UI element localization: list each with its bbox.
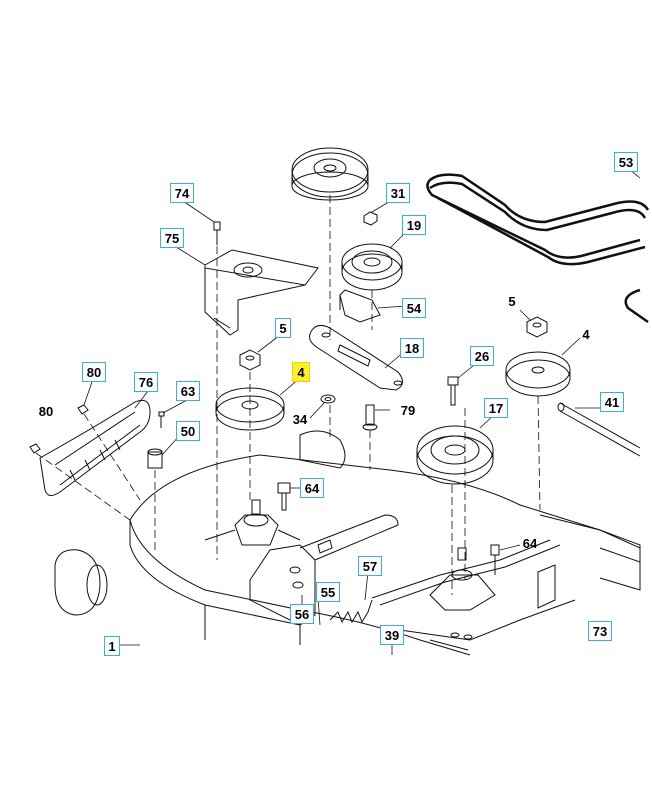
idler-arm-part-18 bbox=[309, 324, 403, 391]
callout-label-55[interactable]: 55 bbox=[316, 582, 340, 602]
bracket-part-75 bbox=[204, 249, 319, 336]
callout-label-80[interactable]: 80 bbox=[82, 362, 106, 382]
callout-label-39[interactable]: 39 bbox=[380, 625, 404, 645]
deflector-part-76 bbox=[39, 399, 151, 496]
bracket-part-54 bbox=[339, 289, 381, 323]
callout-label-17[interactable]: 17 bbox=[484, 398, 508, 418]
nut-part-5-right bbox=[526, 316, 548, 338]
shaft-part-41 bbox=[557, 402, 641, 457]
callout-label-26[interactable]: 26 bbox=[470, 346, 494, 366]
callout-label-80[interactable]: 80 bbox=[38, 404, 54, 419]
callout-label-4[interactable]: 4 bbox=[582, 327, 590, 342]
pin-part-79 bbox=[362, 404, 378, 431]
callout-label-1[interactable]: 1 bbox=[104, 636, 120, 656]
mower-deck bbox=[54, 430, 641, 656]
pulley-part-19 bbox=[341, 243, 403, 291]
callout-label-4[interactable]: 4 bbox=[292, 362, 310, 382]
callout-label-19[interactable]: 19 bbox=[402, 215, 426, 235]
callout-label-63[interactable]: 63 bbox=[176, 381, 200, 401]
callout-label-75[interactable]: 75 bbox=[160, 228, 184, 248]
callout-label-18[interactable]: 18 bbox=[400, 338, 424, 358]
callout-label-73[interactable]: 73 bbox=[588, 621, 612, 641]
callout-label-34[interactable]: 34 bbox=[292, 412, 308, 427]
pulley-part-17 bbox=[416, 425, 494, 485]
nut-part-31 bbox=[363, 211, 378, 226]
screw-part-63 bbox=[158, 411, 165, 428]
callout-label-53[interactable]: 53 bbox=[614, 152, 638, 172]
callout-label-64[interactable]: 64 bbox=[522, 536, 538, 551]
callout-label-5[interactable]: 5 bbox=[275, 318, 291, 338]
washer-part-34 bbox=[320, 394, 336, 404]
pulley-part-4-right bbox=[505, 351, 571, 397]
leader-lines bbox=[83, 169, 641, 655]
bolt-part-26 bbox=[447, 376, 459, 406]
latch-part-50 bbox=[147, 448, 163, 469]
callout-label-31[interactable]: 31 bbox=[386, 183, 410, 203]
nut-part-5-left bbox=[239, 349, 261, 371]
callout-label-74[interactable]: 74 bbox=[170, 183, 194, 203]
callout-label-5[interactable]: 5 bbox=[508, 294, 516, 309]
callout-label-76[interactable]: 76 bbox=[134, 372, 158, 392]
callout-label-79[interactable]: 79 bbox=[400, 403, 416, 418]
pulley-top bbox=[291, 147, 369, 201]
callout-label-54[interactable]: 54 bbox=[402, 298, 426, 318]
callout-label-56[interactable]: 56 bbox=[290, 604, 314, 624]
guide-lines bbox=[35, 195, 541, 595]
bolt-part-74 bbox=[213, 221, 221, 245]
callout-label-41[interactable]: 41 bbox=[600, 392, 624, 412]
callout-label-57[interactable]: 57 bbox=[358, 556, 382, 576]
callout-label-50[interactable]: 50 bbox=[176, 421, 200, 441]
bolt-part-80 bbox=[29, 404, 89, 454]
belt-part-53 bbox=[426, 173, 650, 324]
callout-label-64[interactable]: 64 bbox=[300, 478, 324, 498]
